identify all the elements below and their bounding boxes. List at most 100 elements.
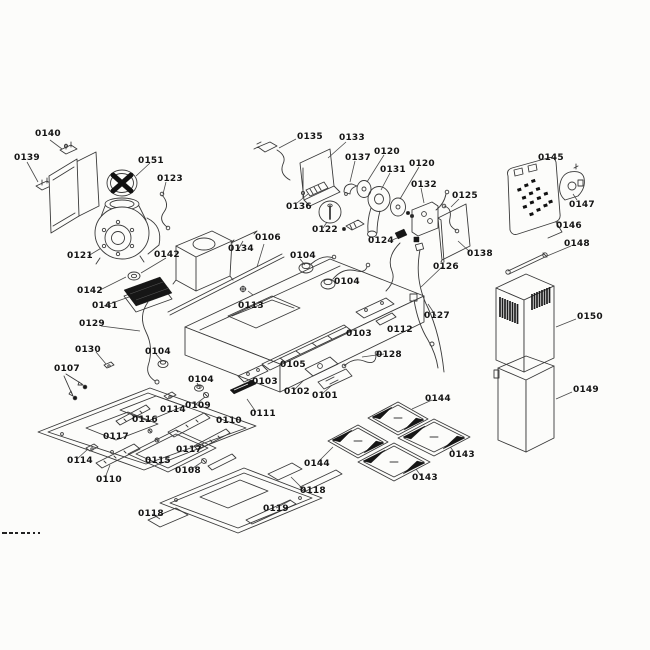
part-label-0118-a: 0118 [138,509,164,519]
wedge-0118-left [147,507,189,528]
cover-0147 [559,163,585,201]
cable-0125 [441,203,460,234]
grease-filter-0144-left [327,424,389,459]
pulley-0131 [367,186,391,238]
part-label-0137: 0137 [345,153,371,163]
mounting-rod-0148 [505,252,548,275]
cable-0123 [159,191,171,231]
frame-0115 [127,429,217,473]
part-label-0107: 0107 [54,364,80,374]
part-label-0114-b: 0114 [67,456,93,466]
glass-plate-0138 [437,203,471,263]
part-label-0120-b: 0120 [409,159,435,169]
part-label-0148: 0148 [564,239,590,249]
part-label-0103-b: 0103 [252,377,278,387]
part-label-0142-b: 0142 [77,286,103,296]
part-label-0144-a: 0144 [425,394,451,404]
switch-0132 [411,189,450,243]
part-label-0146: 0146 [556,221,582,231]
part-label-0113: 0113 [238,301,264,311]
part-label-0116: 0116 [132,415,158,425]
part-label-0119: 0119 [263,504,289,514]
grommet-0142 [127,271,141,281]
cable-0127 [414,242,445,373]
washer-0120-b [390,197,415,219]
grease-filter-0143-right [397,418,471,457]
part-label-0102: 0102 [284,387,310,397]
washer-0120-a [356,180,372,198]
trim-strip-0110-left [95,443,141,469]
clamp-0137 [343,183,358,196]
part-label-0135: 0135 [297,132,323,142]
part-label-0132: 0132 [411,180,437,190]
part-label-0112: 0112 [387,325,413,335]
bracket-0103-right [355,297,395,319]
part-label-0127: 0127 [424,311,450,321]
duct-panel-box [48,151,100,234]
part-label-0110-b: 0110 [96,475,122,485]
blower-motor-0121 [94,197,161,265]
grommet-0104-a [298,254,337,274]
part-label-0120-a: 0120 [374,147,400,157]
registration-marks [2,532,40,534]
part-label-0136: 0136 [286,202,312,212]
screw-detail-0122 [318,200,365,231]
rod-0134 [230,230,258,244]
part-label-0133: 0133 [339,133,365,143]
mounting-bracket-0140 [59,141,78,155]
part-label-0117-a: 0117 [103,432,129,442]
grease-filter-0143-bottom [357,442,431,482]
part-label-0130: 0130 [75,345,101,355]
part-label-0108: 0108 [175,466,201,476]
part-label-0104-d: 0104 [188,375,214,385]
mounting-rail-0106 [167,253,285,316]
motor-mount-box [172,230,234,292]
clip-0130 [103,361,115,369]
part-label-0122: 0122 [312,225,338,235]
part-label-0151: 0151 [138,156,164,166]
part-label-0149: 0149 [573,385,599,395]
part-label-0144-b: 0144 [304,459,330,469]
part-label-0101: 0101 [312,391,338,401]
screws-0107 [63,373,88,401]
trim-strip-0110-right [167,412,211,438]
trim-strip-0117-left [115,404,151,426]
bracket-0133 [299,148,341,207]
part-label-0150: 0150 [577,312,603,322]
control-panel-0145 [507,157,563,239]
part-label-0123: 0123 [157,174,183,184]
lamp-module-0101 [317,368,353,390]
terminal-block-0136 [300,181,329,197]
part-label-0140: 0140 [35,129,61,139]
part-label-0117-b: 0117 [176,445,202,455]
cable-0128 [341,350,380,369]
part-label-0104-b: 0104 [334,277,360,287]
cable-0126 [409,293,439,369]
part-label-0109: 0109 [185,401,211,411]
power-cord-0135 [253,141,291,181]
part-label-0143-a: 0143 [449,450,475,460]
clip-0114-right [163,391,177,400]
damper-flap-0151 [106,169,138,197]
chimney-lower-0149 [493,355,555,453]
grommet-0104-b [320,262,371,290]
part-label-0138: 0138 [467,249,493,259]
part-label-0105: 0105 [280,360,306,370]
corner-0111 [229,379,257,395]
lamp-strip-0105 [261,324,353,371]
part-label-0131: 0131 [380,165,406,175]
part-label-0141: 0141 [92,301,118,311]
part-label-0143-b: 0143 [412,473,438,483]
bottom-frame-0119 [159,467,343,534]
part-label-0147: 0147 [569,200,595,210]
cable-0129 [142,301,160,385]
screw-0109 [202,391,210,399]
part-label-0103-a: 0103 [346,329,372,339]
cable-0124 [385,228,408,292]
part-label-0128: 0128 [376,350,402,360]
part-label-0104-c: 0104 [145,347,171,357]
part-label-0145: 0145 [538,153,564,163]
grommet-0104-c [157,359,169,369]
